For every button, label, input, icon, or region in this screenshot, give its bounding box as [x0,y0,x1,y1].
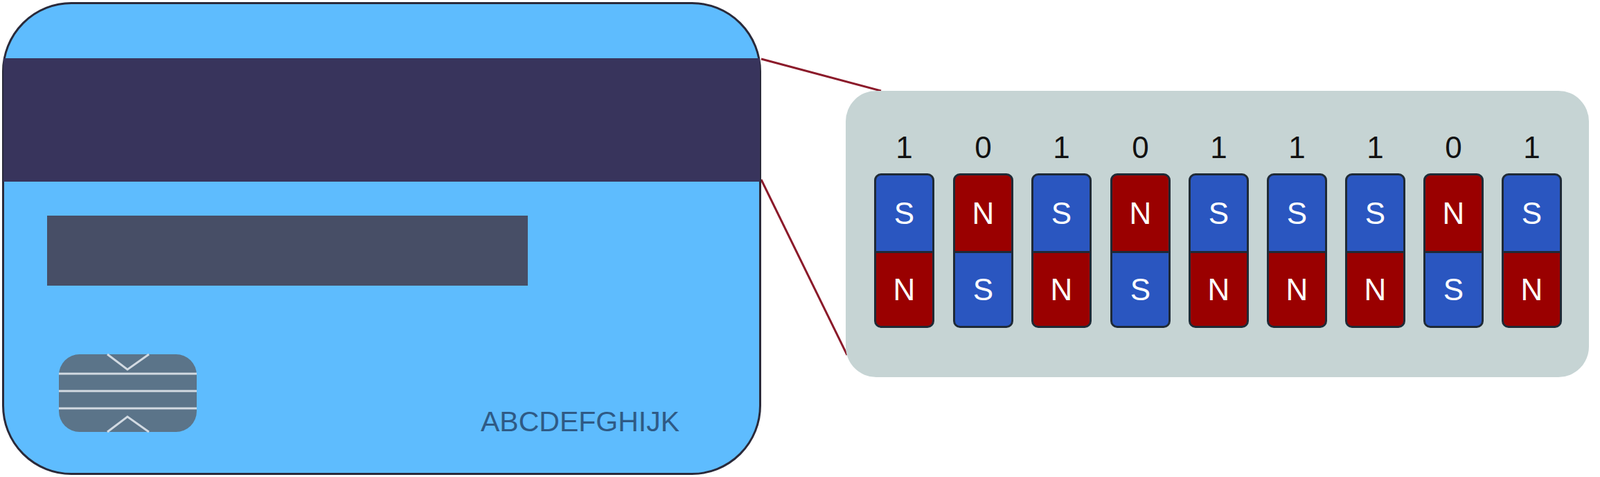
bar-magnet: 0NS [1423,173,1484,328]
bit-value: 0 [955,129,1012,166]
south-pole: S [1503,175,1560,251]
credit-card: ABCDEFGHIJK [2,2,762,475]
bar-magnet: 1SN [1188,173,1249,328]
north-pole: N [1425,175,1482,251]
pole-letter: N [1503,272,1560,307]
pole-letter: S [1112,272,1169,307]
bar-magnet: 1SN [1501,173,1562,328]
bar-magnet: 0NS [953,173,1014,328]
pole-letter: N [1190,272,1247,307]
bar-magnet: 1SN [1266,173,1328,328]
pole-letter: N [955,196,1012,231]
pole-letter: S [876,196,933,231]
south-pole: S [1347,175,1404,251]
pole-letter: N [1347,272,1404,307]
bit-value: 1 [1503,129,1560,166]
bit-value: 1 [1268,129,1326,166]
north-pole: N [1503,250,1560,326]
north-pole: N [1347,250,1404,326]
leader-line [761,179,848,355]
pole-letter: N [1268,272,1326,307]
north-pole: N [1112,175,1169,251]
pole-letter: S [955,272,1012,307]
north-pole: N [876,250,933,326]
zoom-panel [845,90,1589,377]
pole-letter: N [876,272,933,307]
pole-letter: S [1503,196,1560,231]
leader-line [761,58,882,91]
north-pole: N [955,175,1012,251]
pole-letter: S [1347,196,1404,231]
magnetic-stripe [3,58,760,182]
south-pole: S [1190,175,1247,251]
north-pole: N [1268,250,1326,326]
bit-value: 0 [1425,129,1482,166]
pole-letter: N [1425,196,1482,231]
pole-letter: S [1425,272,1482,307]
bar-magnet: 1SN [1031,173,1092,328]
bit-value: 1 [1033,129,1090,166]
pole-letter: N [1033,272,1090,307]
south-pole: S [1033,175,1090,251]
south-pole: S [1425,250,1482,326]
pole-letter: S [1190,196,1247,231]
card-holder-text: ABCDEFGHIJK [480,404,680,438]
bar-magnet: 1SN [1345,173,1406,328]
bit-value: 1 [876,129,933,166]
south-pole: S [955,250,1012,326]
chip-symbol [58,353,197,432]
south-pole: S [1268,175,1326,251]
pole-letter: S [1268,196,1326,231]
pole-letter: N [1112,196,1169,231]
north-pole: N [1033,250,1090,326]
signature-panel [47,215,528,286]
north-pole: N [1190,250,1247,326]
south-pole: S [876,175,933,251]
bit-value: 0 [1112,129,1169,166]
bit-value: 1 [1347,129,1404,166]
bit-value: 1 [1190,129,1247,166]
bar-magnet: 1SN [874,173,935,328]
bar-magnet: 0NS [1110,173,1171,328]
pole-letter: S [1033,196,1090,231]
south-pole: S [1112,250,1169,326]
